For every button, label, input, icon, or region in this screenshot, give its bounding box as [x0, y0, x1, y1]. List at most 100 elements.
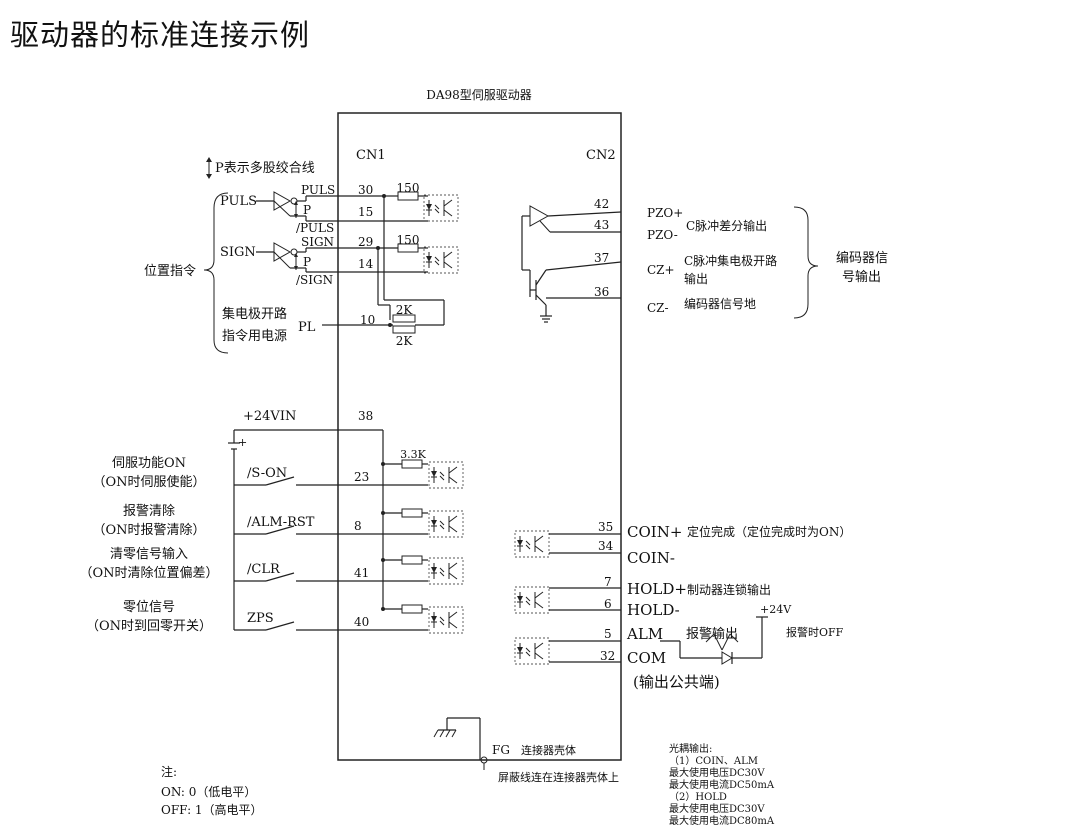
- input-signal-label: ZPS: [247, 611, 274, 626]
- resistor-2k-bottom: 2K: [396, 334, 414, 348]
- input-resistor: [401, 555, 423, 565]
- digital-outputs-section: 35 34 COIN+ 定位完成（定位完成时为ON） COIN- 7 6 HOL…: [514, 520, 851, 691]
- notes-off: OFF: 1（高电平）: [161, 802, 263, 817]
- input-desc-line1: 零位信号: [123, 600, 175, 615]
- input-row: 清零信号输入 （ON时清除位置偏差） /CLR 41: [79, 546, 464, 585]
- input-row: 零位信号 （ON时到回零开关） ZPS 40: [86, 600, 464, 634]
- c-oc-line2: 输出: [684, 271, 708, 286]
- opto-note-title: 光耦输出:: [669, 742, 712, 755]
- input-signal-label: /S-ON: [247, 466, 287, 481]
- switch-icon: [265, 572, 295, 582]
- puls-p-mark: P: [303, 203, 311, 217]
- pin-14: 14: [358, 257, 374, 271]
- coin-minus-label: COIN-: [627, 549, 675, 567]
- connector-shell-label: 连接器壳体: [521, 743, 576, 757]
- twisted-pair-legend: P表示多股绞合线: [206, 157, 315, 179]
- battery-plus: +: [238, 436, 247, 449]
- sign-pin-label: SIGN: [301, 235, 334, 249]
- pzo-minus-label: PZO-: [647, 228, 678, 242]
- input-desc-line2: （ON时到回零开关）: [86, 619, 212, 634]
- sign-input-label: SIGN: [220, 245, 256, 260]
- pin-34: 34: [598, 539, 614, 553]
- pin-30: 30: [358, 183, 373, 197]
- opto-note-l6: 最大使用电流DC80mA: [669, 814, 775, 827]
- input-resistor: [401, 604, 423, 614]
- notes-title: 注:: [161, 764, 177, 779]
- position-command-label: 位置指令: [144, 264, 196, 279]
- puls-driver-icon: [273, 191, 292, 211]
- pin-35: 35: [598, 520, 613, 534]
- pin-5: 5: [604, 627, 612, 641]
- optocoupler-icon: [428, 557, 464, 585]
- alarm-off-label: 报警时OFF: [786, 625, 844, 639]
- supply-24vin-label: +24VIN: [243, 409, 296, 424]
- input-resistor: [401, 508, 423, 518]
- coin-desc: 定位完成（定位完成时为ON）: [687, 524, 851, 539]
- resistor-150-pulse: 150: [397, 181, 420, 195]
- puls-pin-label: PULS: [301, 183, 335, 197]
- opto-note-l4: （2）HOLD: [669, 791, 727, 803]
- alarm-output-label: 报警输出: [686, 626, 738, 642]
- input-signal-label: /CLR: [247, 562, 281, 577]
- output-common-label: (输出公共端): [633, 673, 720, 691]
- cz-plus-label: CZ+: [647, 263, 675, 277]
- input-desc-line1: 清零信号输入: [110, 546, 188, 562]
- input-resistor: [401, 459, 423, 469]
- pin-38: 38: [358, 409, 373, 423]
- input-pin-number: 8: [354, 519, 362, 533]
- input-desc-line2: （ON时清除位置偏差）: [79, 566, 218, 581]
- pin-7: 7: [604, 575, 612, 589]
- opto-note-l1: （1）COIN、ALM: [669, 755, 758, 767]
- opto-note-l3: 最大使用电流DC50mA: [669, 778, 775, 791]
- c-diff-label: C脉冲差分输出: [686, 218, 767, 233]
- resistor-150-sign: 150: [397, 233, 420, 247]
- pin-6: 6: [604, 597, 612, 611]
- opto-note-l5: 最大使用电压DC30V: [669, 802, 765, 815]
- alm-label: ALM: [626, 625, 663, 643]
- nsign-pin-label: /SIGN: [296, 273, 333, 287]
- sign-p-mark: P: [303, 255, 311, 269]
- optocoupler-icon: [428, 461, 464, 489]
- driver-title: DA98型伺服驱动器: [426, 88, 532, 102]
- pzo-plus-label: PZO+: [647, 206, 683, 220]
- oc-supply-line2: 指令用电源: [222, 329, 287, 344]
- switch-icon: [265, 621, 295, 631]
- plus24v-label: +24V: [760, 603, 792, 616]
- resistor-3k3: 3.3K: [400, 448, 426, 461]
- oc-supply-line1: 集电极开路: [222, 306, 287, 322]
- page-title: 驱动器的标准连接示例: [10, 18, 311, 52]
- input-pin-number: 40: [354, 615, 369, 629]
- hold-minus-label: HOLD-: [627, 601, 680, 619]
- input-pin-number: 23: [354, 470, 369, 484]
- input-desc-line1: 伺服功能ON: [112, 456, 186, 471]
- com-label: COM: [627, 649, 666, 667]
- notes-section: 注: ON: 0（低电平） OFF: 1（高电平）: [161, 764, 263, 817]
- pin-15: 15: [358, 205, 373, 219]
- optocoupler-icon: [428, 606, 464, 634]
- pin-10: 10: [360, 313, 375, 327]
- encoder-group-line2: 号输出: [842, 269, 881, 285]
- cn1-position-internals: 30 15 29 14 10 150 150 2K 2K: [338, 181, 459, 348]
- pin-42: 42: [594, 197, 609, 211]
- switch-icon: [265, 525, 295, 535]
- pin-37: 37: [594, 251, 609, 265]
- npuls-pin-label: /PULS: [296, 221, 334, 235]
- cz-minus-label: CZ-: [647, 301, 669, 315]
- pin-29: 29: [358, 235, 373, 249]
- pin-36: 36: [594, 285, 609, 299]
- pin-32: 32: [600, 649, 615, 663]
- encoder-diff-driver-icon: [529, 205, 550, 227]
- cn1-label: CN1: [356, 148, 386, 163]
- input-signal-label: /ALM-RST: [247, 515, 315, 530]
- sign-driver-icon: [273, 242, 292, 262]
- notes-on: ON: 0（低电平）: [161, 785, 256, 799]
- diode-icon: [721, 651, 733, 665]
- hold-desc: 制动器连锁输出: [687, 582, 771, 597]
- input-pin-number: 41: [354, 566, 369, 580]
- fg-label: FG: [492, 743, 510, 757]
- encoder-group-line1: 编码器信: [836, 251, 888, 266]
- opto-note-section: 光耦输出: （1）COIN、ALM 最大使用电压DC30V 最大使用电流DC50…: [669, 742, 775, 827]
